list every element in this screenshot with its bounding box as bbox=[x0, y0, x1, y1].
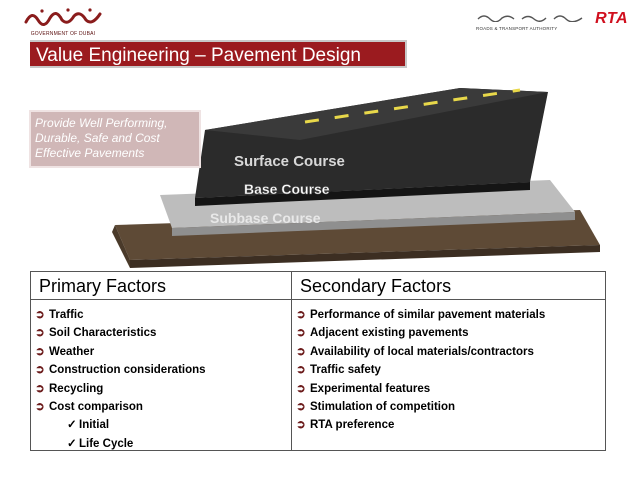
callout-line: Effective Pavements bbox=[35, 146, 145, 160]
surface-layer bbox=[195, 88, 548, 198]
list-item: ➲Availability of local materials/contrac… bbox=[296, 343, 605, 361]
check-icon: ✓ bbox=[67, 419, 77, 432]
list-item: ➲Traffic bbox=[35, 306, 291, 324]
rta-logo: RTA ROADS & TRANSPORT AUTHORITY bbox=[474, 8, 632, 38]
arrow-bullet-icon: ➲ bbox=[296, 327, 306, 340]
arrow-bullet-icon: ➲ bbox=[35, 364, 45, 377]
government-caption: GOVERNMENT OF DUBAI bbox=[30, 31, 96, 37]
arrow-bullet-icon: ➲ bbox=[296, 400, 306, 413]
surface-course-label: Surface Course bbox=[234, 153, 345, 170]
dubai-calligraphy-icon bbox=[24, 8, 102, 26]
arabic-script-icon bbox=[477, 15, 583, 22]
sub-list-item: ✓Initial bbox=[35, 416, 291, 434]
list-item: ➲RTA preference bbox=[296, 416, 605, 434]
arrow-bullet-icon: ➲ bbox=[296, 419, 306, 432]
check-icon: ✓ bbox=[67, 437, 77, 450]
primary-factors-header: Primary Factors bbox=[31, 272, 291, 300]
arrow-bullet-icon: ➲ bbox=[35, 345, 45, 358]
list-item: ➲Recycling bbox=[35, 380, 291, 398]
lane-marking bbox=[304, 88, 521, 124]
arrow-bullet-icon: ➲ bbox=[35, 382, 45, 395]
primary-factors-column: Primary Factors ➲Traffic ➲Soil Character… bbox=[31, 272, 292, 450]
title-bar: Value Engineering – Pavement Design bbox=[30, 40, 407, 68]
arrow-bullet-icon: ➲ bbox=[296, 345, 306, 358]
list-item: ➲Cost comparison bbox=[35, 398, 291, 416]
factors-table: Primary Factors ➲Traffic ➲Soil Character… bbox=[30, 271, 606, 451]
list-item: ➲Construction considerations bbox=[35, 361, 291, 379]
callout-line: Provide Well Performing, bbox=[35, 116, 168, 130]
arrow-bullet-icon: ➲ bbox=[296, 309, 306, 321]
callout-box: Provide Well Performing, Durable, Safe a… bbox=[29, 110, 201, 168]
callout-line: Durable, Safe and Cost bbox=[35, 131, 160, 145]
list-item: ➲Adjacent existing pavements bbox=[296, 324, 605, 342]
list-item: ➲Stimulation of competition bbox=[296, 398, 605, 416]
pavement-layers-illustration: Surface Course Base Course Subbase Cours… bbox=[112, 88, 600, 268]
list-item: ➲Performance of similar pavement materia… bbox=[296, 306, 605, 324]
arrow-bullet-icon: ➲ bbox=[35, 327, 45, 340]
list-item: ➲Weather bbox=[35, 343, 291, 361]
secondary-factors-list: ➲Performance of similar pavement materia… bbox=[292, 300, 605, 435]
base-course-label: Base Course bbox=[244, 181, 330, 197]
arrow-bullet-icon: ➲ bbox=[296, 364, 306, 377]
page-title: Value Engineering – Pavement Design bbox=[36, 45, 361, 66]
list-item: ➲Experimental features bbox=[296, 380, 605, 398]
primary-factors-list: ➲Traffic ➲Soil Characteristics ➲Weather … bbox=[31, 300, 291, 453]
secondary-factors-column: Secondary Factors ➲Performance of simila… bbox=[292, 272, 605, 450]
government-of-dubai-logo: GOVERNMENT OF DUBAI bbox=[8, 6, 118, 42]
rta-wordmark: RTA bbox=[595, 10, 628, 27]
arrow-bullet-icon: ➲ bbox=[35, 309, 45, 321]
rta-caption: ROADS & TRANSPORT AUTHORITY bbox=[476, 26, 558, 31]
list-item: ➲Soil Characteristics bbox=[35, 324, 291, 342]
arrow-bullet-icon: ➲ bbox=[296, 382, 306, 395]
secondary-factors-header: Secondary Factors bbox=[292, 272, 605, 300]
arrow-bullet-icon: ➲ bbox=[35, 400, 45, 413]
sub-list-item: ✓Life Cycle bbox=[35, 435, 291, 453]
subbase-course-label: Subbase Course bbox=[210, 210, 321, 226]
list-item: ➲Traffic safety bbox=[296, 361, 605, 379]
